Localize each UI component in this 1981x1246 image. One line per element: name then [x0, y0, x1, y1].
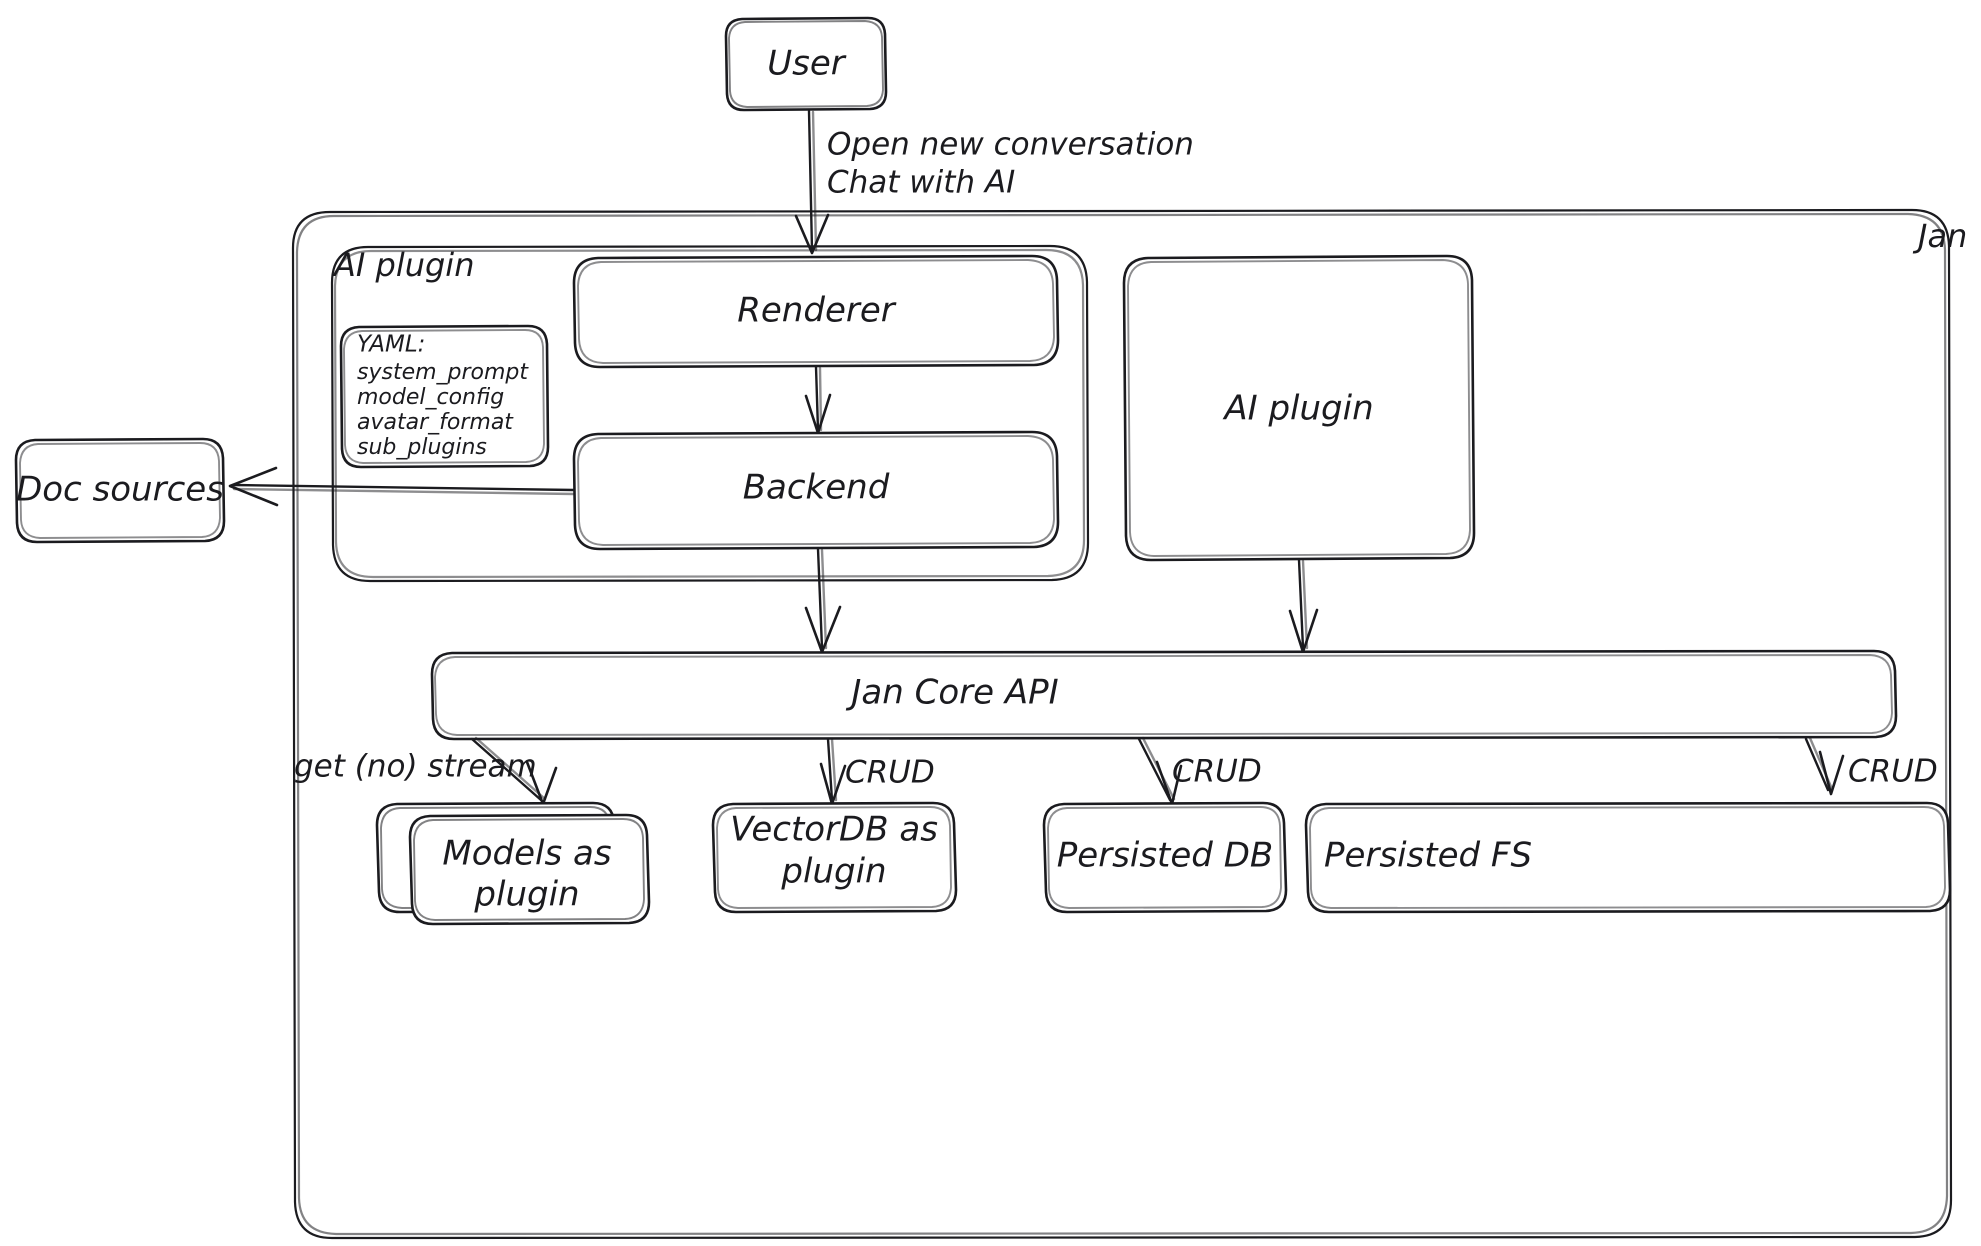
node-label-jan-core-api: Jan Core API	[845, 673, 1058, 713]
node-ai-plugin[interactable]: AI plugin	[1122, 254, 1476, 562]
edge-core-to-persisted-fs	[1804, 736, 1845, 796]
node-doc-sources[interactable]: Doc sources	[14, 437, 226, 544]
edge-label-core-to-persisted-db: CRUD	[1172, 754, 1262, 790]
node-label-vectordb-plugin-line1: VectorDB as	[730, 810, 938, 850]
node-label-user: User	[767, 44, 847, 84]
node-label-ai-plugin: AI plugin	[1222, 389, 1373, 429]
node-label-doc-sources: Doc sources	[16, 470, 224, 510]
yaml-item-1: model_config	[357, 385, 504, 410]
edge-label-core-to-models: get (no) stream	[294, 749, 537, 785]
node-models-plugin[interactable]: Models as plugin	[375, 801, 651, 926]
edge-user-to-renderer	[794, 109, 830, 255]
node-user[interactable]: User	[724, 16, 888, 112]
yaml-item-3: sub_plugins	[357, 435, 487, 460]
edge-label-user-to-renderer-line2: Chat with AI	[827, 165, 1015, 201]
node-label-backend: Backend	[743, 468, 890, 508]
node-yaml-card: YAML: system_prompt model_config avatar_…	[339, 324, 550, 469]
node-renderer[interactable]: Renderer	[572, 254, 1060, 369]
edge-renderer-to-backend	[804, 365, 832, 435]
node-label-persisted-db: Persisted DB	[1057, 836, 1273, 876]
node-label-vectordb-plugin-line2: plugin	[780, 852, 886, 892]
container-ai-plugin-group	[330, 244, 1090, 583]
yaml-item-0: system_prompt	[357, 360, 529, 385]
container-jan	[291, 208, 1953, 1240]
edge-core-to-vectordb	[819, 737, 847, 806]
node-label-models-plugin-line1: Models as	[442, 834, 611, 874]
edge-label-core-to-vectordb: CRUD	[845, 755, 935, 791]
node-jan-core-api[interactable]: Jan Core API	[430, 649, 1898, 741]
node-vectordb-plugin[interactable]: VectorDB as plugin	[711, 801, 958, 914]
node-persisted-fs[interactable]: Persisted FS	[1304, 801, 1952, 914]
container-label-ai-plugin-group: AI plugin	[332, 246, 474, 284]
yaml-item-2: avatar_format	[357, 410, 514, 435]
node-label-renderer: Renderer	[737, 291, 896, 331]
edge-backend-to-doc-sources	[228, 466, 576, 507]
yaml-title: YAML:	[357, 332, 425, 358]
edge-ai-plugin-to-core	[1288, 558, 1319, 654]
node-label-models-plugin-line2: plugin	[473, 875, 579, 915]
node-persisted-db[interactable]: Persisted DB	[1042, 801, 1288, 914]
edge-label-user-to-renderer-line1: Open new conversation	[827, 127, 1194, 163]
container-label-jan: Jan	[1912, 217, 1967, 255]
node-backend[interactable]: Backend	[572, 430, 1060, 551]
edge-label-core-to-persisted-fs: CRUD	[1848, 754, 1938, 790]
edge-backend-to-core	[804, 547, 842, 654]
node-label-persisted-fs: Persisted FS	[1324, 836, 1532, 876]
